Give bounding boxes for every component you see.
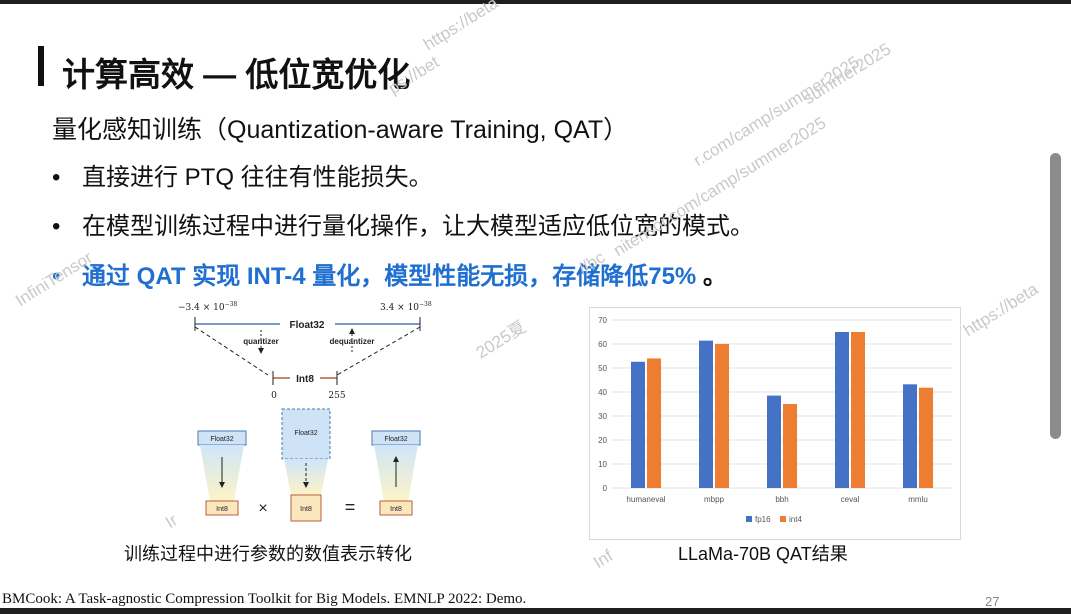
x-tick-label: bbh — [775, 495, 788, 504]
bar-int4-bbh — [783, 404, 797, 488]
dequantizer-right-dash — [336, 326, 421, 376]
left-int8-box — [205, 500, 239, 516]
bar-int4-ceval — [851, 332, 865, 488]
bullet-marker: • — [52, 164, 61, 191]
chart-svg: 0 10 20 30 40 50 60 70 humaneval mbpp bbh ceval mmlu… — [598, 316, 952, 524]
bullet-text: 直接进行 PTQ 往往有性能损失。 — [82, 164, 433, 191]
float32-label: Float32 — [289, 320, 324, 331]
diagram-caption: 训练过程中进行参数的数值表示转化 — [124, 544, 412, 564]
bar-fp16-bbh — [767, 395, 781, 488]
left-float32-label: Float32 — [210, 436, 233, 443]
qat-result-chart: 0 10 20 30 40 50 60 70 humaneval mbpp bbh ceval mmlu… — [589, 307, 961, 540]
legend-swatch-int4 — [780, 516, 786, 522]
bottom-window-bar — [0, 608, 1071, 614]
mid-int8-box — [290, 494, 322, 522]
times-symbol: × — [258, 500, 267, 517]
dequantizer-label: dequantizer — [330, 337, 375, 346]
slide-title: 计算高效 — 低位宽优化 — [62, 56, 411, 93]
bullet-1: • 直接进行 PTQ 往往有性能损失。 — [52, 157, 433, 192]
x-tick-label: ceval — [841, 495, 860, 504]
x-tick-label: humaneval — [626, 495, 665, 504]
bar-fp16-humaneval — [631, 361, 645, 488]
bar-int4-mmlu — [919, 387, 933, 488]
chart-caption: LLaMa-70B QAT结果 — [678, 544, 848, 564]
int8-min-label: 0 — [271, 391, 277, 401]
legend-label-fp16: fp16 — [755, 515, 771, 524]
y-tick-label: 0 — [603, 484, 608, 493]
mid-float32-label: Float32 — [294, 430, 317, 437]
left-int8-label: Int8 — [216, 506, 228, 513]
pos-range-label: 3.4 × 10−38 — [380, 301, 432, 313]
title-accent-bar — [38, 46, 44, 86]
x-tick-label: mmlu — [908, 495, 928, 504]
bullet-2: • 在模型训练过程中进行量化操作，让大模型适应低位宽的模式。 — [52, 206, 754, 241]
x-tick-label: mbpp — [704, 495, 725, 504]
int8-max-label: 255 — [328, 391, 345, 401]
bullet-text: 在模型训练过程中进行量化操作，让大模型适应低位宽的模式。 — [82, 213, 754, 240]
bar-fp16-mbpp — [699, 340, 713, 488]
bar-fp16-ceval — [835, 332, 849, 488]
quantization-diagram: −3.4 × 10−38 3.4 × 10−38 Float32 quantiz… — [178, 301, 432, 522]
bar-int4-mbpp — [715, 344, 729, 488]
y-tick-label: 50 — [598, 364, 607, 373]
watermark-text: https://beta — [420, 0, 502, 55]
vertical-scrollbar[interactable] — [1050, 153, 1061, 439]
neg-range-label: −3.4 × 10−38 — [178, 301, 237, 313]
slide-subtitle: 量化感知训练（Quantization-aware Training, QAT） — [52, 116, 629, 144]
right-int8-box — [379, 500, 413, 516]
legend-label-int4: int4 — [789, 515, 802, 524]
y-tick-label: 30 — [598, 412, 607, 421]
quantizer-left-dash — [194, 326, 269, 376]
int8-label: Int8 — [296, 374, 314, 385]
y-tick-label: 20 — [598, 436, 607, 445]
footer-reference: BMCook: A Task-agnostic Compression Tool… — [2, 591, 527, 607]
bullet-text: 通过 QAT 实现 INT-4 量化，模型性能无损，存储降低75% — [82, 263, 697, 290]
y-tick-label: 10 — [598, 460, 607, 469]
equals-symbol: = — [345, 497, 356, 517]
y-tick-label: 60 — [598, 340, 607, 349]
right-float32-label: Float32 — [384, 436, 407, 443]
quantizer-label: quantizer — [243, 337, 279, 346]
int8-label-bg — [290, 371, 320, 385]
bullet-3-highlight: • 通过 QAT 实现 INT-4 量化，模型性能无损，存储降低75% 。 — [52, 256, 727, 291]
watermark-text: https://beta — [960, 279, 1042, 341]
y-tick-label: 40 — [598, 388, 607, 397]
bullet-marker: • — [52, 213, 61, 240]
mid-int8-label: Int8 — [300, 506, 312, 513]
watermark-text: Inf — [590, 545, 617, 573]
right-int8-label: Int8 — [390, 506, 402, 513]
bar-int4-humaneval — [647, 358, 661, 488]
bullet-marker: • — [52, 263, 61, 290]
top-window-bar — [0, 0, 1071, 4]
bullet-tail: 。 — [696, 263, 727, 290]
y-tick-label: 70 — [598, 316, 607, 325]
mid-float32-box — [281, 408, 331, 460]
legend-swatch-fp16 — [746, 516, 752, 522]
bar-fp16-mmlu — [903, 384, 917, 488]
float32-label-bg — [280, 317, 335, 331]
watermark-text: 2025夏 — [472, 317, 530, 363]
page-number: 27 — [985, 594, 1000, 609]
mid-gradient-funnel — [284, 459, 328, 495]
